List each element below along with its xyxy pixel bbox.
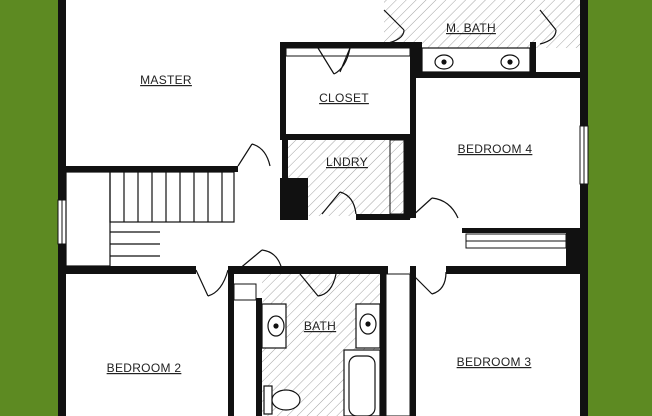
- stair-treads: [110, 172, 223, 257]
- laundry-wall-bottom: [356, 214, 410, 220]
- door-closet-2: [339, 47, 351, 73]
- bedroom-4-closet-post: [566, 232, 586, 270]
- bath-wall-top: [228, 266, 388, 274]
- label-bedroom-4: BEDROOM 4: [458, 142, 533, 156]
- bedroom-4-wall-left: [410, 78, 416, 218]
- bedroom-3-wall-left: [410, 266, 416, 416]
- door-m-bath: [383, 9, 405, 45]
- bedroom-4-wall-bottom: [462, 228, 586, 233]
- door-bath: [299, 273, 337, 297]
- closet-wall-top: [280, 42, 416, 48]
- laundry-chute: [280, 178, 308, 220]
- m-bath-wall-left: [416, 42, 422, 78]
- label-m-bath: M. BATH: [446, 21, 496, 35]
- bath-fixtures: [261, 303, 381, 416]
- m-bath-vanity-divider: [530, 42, 536, 78]
- closet-wall-left: [280, 42, 286, 138]
- toilet-icon: [271, 389, 301, 411]
- closet-wall-bottom: [280, 134, 416, 140]
- bedroom-3-wall-top: [446, 266, 586, 274]
- bath-wall-mid: [256, 298, 262, 416]
- bath-wall-left: [228, 266, 234, 416]
- m-bath-floor: [384, 0, 580, 48]
- label-laundry: LNDRY: [326, 155, 368, 169]
- bedroom-2-wall-top: [58, 266, 196, 274]
- master-wall-bottom: [58, 166, 238, 172]
- door-bedroom-4: [409, 197, 459, 219]
- label-bedroom-2: BEDROOM 2: [107, 361, 182, 375]
- m-bath-wall-bottom: [416, 72, 586, 78]
- right-wall: [580, 0, 588, 416]
- doors: [195, 9, 557, 297]
- label-bath: BATH: [304, 319, 336, 333]
- label-closet: CLOSET: [319, 91, 369, 105]
- door-bedroom-3: [409, 271, 447, 295]
- door-laundry: [321, 191, 357, 215]
- label-bedroom-3: BEDROOM 3: [457, 355, 532, 369]
- closet-shelves: [233, 47, 567, 416]
- interior-walls: [58, 42, 586, 416]
- bath-wall-right: [380, 266, 386, 416]
- label-master: MASTER: [140, 73, 192, 87]
- door-master: [237, 143, 271, 167]
- room-labels: MASTER M. BATH CLOSET LNDRY BEDROOM 4 BA…: [107, 21, 533, 375]
- toilet-tank-icon: [263, 385, 273, 415]
- laundry-wall-right: [404, 140, 410, 220]
- door-m-bath-2: [539, 9, 557, 45]
- door-hall-closet: [237, 249, 283, 271]
- door-bedroom-2: [195, 269, 229, 297]
- master-vanity: [421, 47, 531, 73]
- staircase: [65, 171, 235, 267]
